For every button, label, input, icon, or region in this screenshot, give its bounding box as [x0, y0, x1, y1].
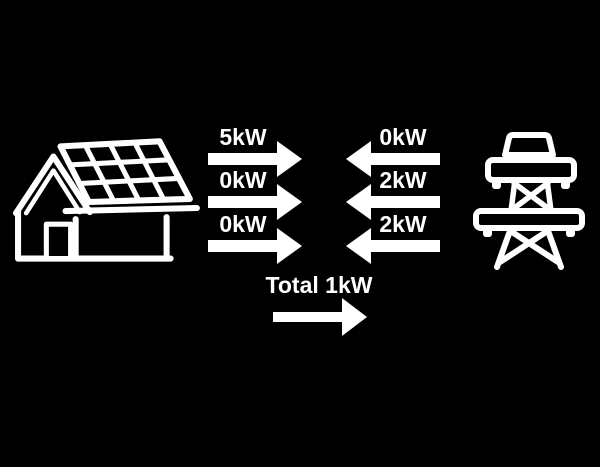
- tower-head: [502, 132, 556, 158]
- house-gable: [13, 153, 93, 217]
- arrow-shaft: [368, 153, 440, 165]
- transmission-tower-icon: [473, 132, 585, 270]
- flow-label-grid-to-house-3: 2kW: [379, 211, 427, 237]
- arrow-house-to-grid-3: [208, 228, 302, 264]
- arrow-head-right-icon: [277, 141, 302, 177]
- house-door: [43, 221, 74, 262]
- arrow-grid-to-house-3: [346, 228, 440, 264]
- arrow-grid-to-house-1: [346, 141, 440, 177]
- tower-mid-brace: [508, 177, 554, 214]
- arrow-head-right-icon: [277, 184, 302, 220]
- tower-lower-arm: [473, 208, 585, 237]
- tower-upper-arm: [485, 157, 577, 189]
- total-flow-arrow: [273, 298, 367, 336]
- arrow-shaft: [273, 312, 345, 322]
- arrow-head-right-icon: [342, 298, 367, 336]
- arrow-shaft: [208, 153, 280, 165]
- flow-label-grid-to-house-1: 0kW: [379, 124, 427, 150]
- flow-label-house-to-grid-2: 0kW: [219, 167, 267, 193]
- flow-label-house-to-grid-3: 0kW: [219, 211, 267, 237]
- flow-label-grid-to-house-2: 2kW: [379, 167, 427, 193]
- arrow-shaft: [368, 196, 440, 208]
- arrow-head-left-icon: [346, 141, 371, 177]
- arrow-head-left-icon: [346, 184, 371, 220]
- tower-legs: [494, 225, 564, 270]
- arrow-shaft: [368, 240, 440, 252]
- solar-house-icon: [13, 138, 200, 262]
- arrow-head-left-icon: [346, 228, 371, 264]
- arrow-house-to-grid-1: [208, 141, 302, 177]
- house-body: [15, 208, 174, 262]
- solar-panel-grid: [57, 138, 193, 205]
- flow-label-house-to-grid-1: 5kW: [219, 124, 267, 150]
- house-eave: [62, 205, 200, 215]
- arrow-head-right-icon: [277, 228, 302, 264]
- total-flow-label: Total 1kW: [265, 272, 373, 298]
- arrow-house-to-grid-2: [208, 184, 302, 220]
- arrow-shaft: [208, 196, 280, 208]
- arrow-grid-to-house-2: [346, 184, 440, 220]
- arrow-shaft: [208, 240, 280, 252]
